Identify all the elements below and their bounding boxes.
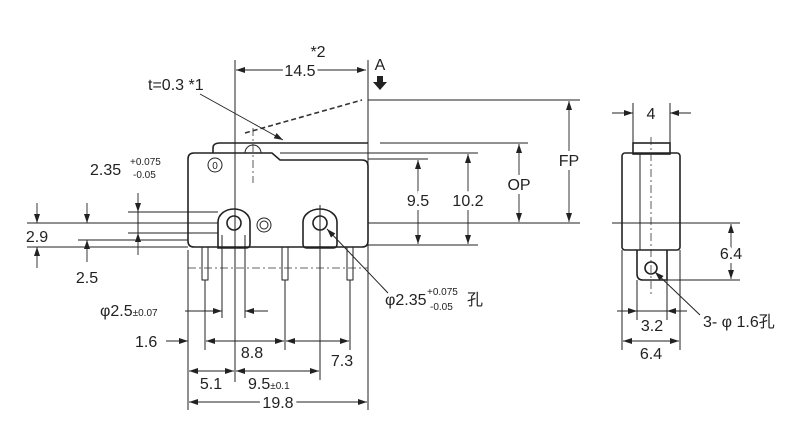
lever-free-position <box>244 99 363 134</box>
lever <box>212 142 368 153</box>
right-terminal-boss <box>302 208 338 249</box>
dim-lever-length: 14.5 <box>284 63 315 80</box>
body-mark-text: 0 <box>212 161 218 172</box>
dim-19-8: 19.8 <box>262 395 293 412</box>
dim-10-2: 10.2 <box>452 193 483 210</box>
dim-4: 4 <box>647 106 656 123</box>
fp-label: FP <box>559 153 579 170</box>
dim-6-4-vertical: 6.4 <box>720 246 742 263</box>
dim-8-8: 8.8 <box>241 345 263 362</box>
pin-1 <box>201 246 209 281</box>
center-hole-inner <box>259 220 269 230</box>
left-terminal-boss <box>217 208 251 249</box>
side-view: 4 6.4 3.2 6.4 3- φ 1.6孔 <box>612 103 775 363</box>
direction-label-a: A <box>375 57 386 74</box>
dim-7-3: 7.3 <box>331 353 353 370</box>
pin-3 <box>346 246 354 281</box>
op-label: OP <box>507 177 530 194</box>
dim-9-5-pitch: 9.5±0.1 <box>248 376 290 393</box>
terminal-hole-callout: 3- φ 1.6孔 <box>703 313 775 331</box>
body-mark <box>207 157 223 173</box>
front-view: 0 14.5 *2 A t=0.3 *1 2.35 <box>23 44 583 416</box>
note-star2: *2 <box>310 44 325 61</box>
pin-diameter: φ2.5±0.07 <box>100 303 158 320</box>
dim-1-6: 1.6 <box>135 334 157 351</box>
side-terminal <box>636 250 668 281</box>
hole-callout-tol-minus: -0.05 <box>430 302 453 313</box>
side-cap <box>632 142 671 155</box>
dim-5-1: 5.1 <box>200 376 222 393</box>
left-hole <box>226 215 242 231</box>
dim-2-5: 2.5 <box>76 270 98 287</box>
switch-body <box>187 152 369 248</box>
hole-callout: φ2.35 <box>385 292 427 309</box>
down-arrow-icon <box>373 76 387 90</box>
dim-3-2: 3.2 <box>641 318 663 335</box>
dim-6-4-width: 6.4 <box>640 346 662 363</box>
hole-dimension: 2.35 <box>90 162 121 179</box>
hole-callout-suffix: 孔 <box>467 291 483 309</box>
dim-2-9: 2.9 <box>26 229 48 246</box>
center-hole-outer <box>256 217 272 233</box>
hole-tol-minus: -0.05 <box>133 170 156 181</box>
pin-2 <box>281 246 289 281</box>
lever-thickness-note: t=0.3 *1 <box>148 77 204 94</box>
dim-9-5-height: 9.5 <box>407 193 429 210</box>
hole-tol-plus: +0.075 <box>130 157 161 168</box>
hole-callout-tol-plus: +0.075 <box>427 287 458 298</box>
